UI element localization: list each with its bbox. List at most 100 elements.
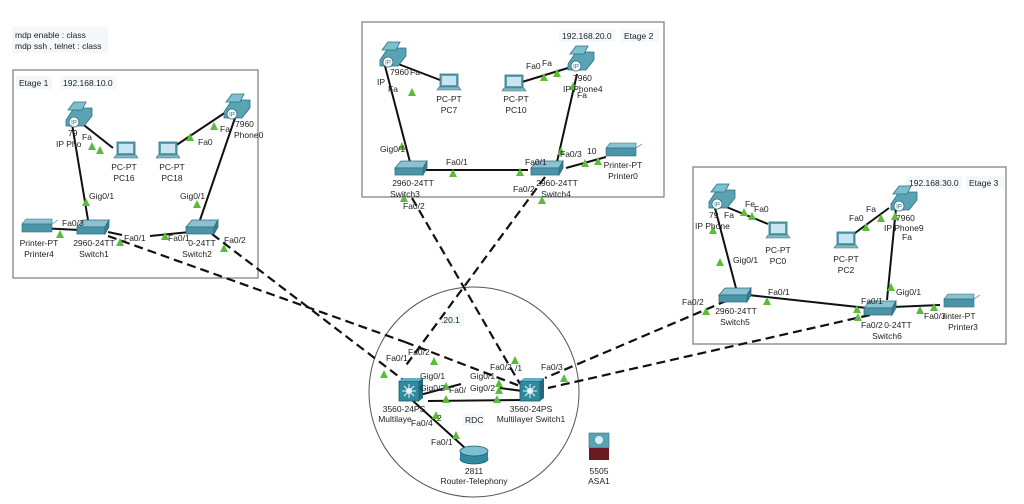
svg-text:Fa0/3: Fa0/3	[62, 218, 84, 228]
svg-text:Fa0/1: Fa0/1	[446, 157, 468, 167]
svg-text:Etage 3: Etage 3	[969, 178, 999, 188]
svg-text:7960: 7960	[390, 67, 409, 77]
etage3-area[interactable]	[692, 166, 1007, 345]
svg-text:Printer-PT: Printer-PT	[20, 238, 59, 248]
svg-text:PC-PT: PC-PT	[833, 254, 859, 264]
note-line-2: mdp ssh , telnet : class	[15, 41, 101, 51]
link-switch1-stub	[107, 231, 123, 236]
svg-text:Fa0: Fa0	[198, 137, 213, 147]
svg-text:Fa: Fa	[542, 58, 552, 68]
multilayer-switch1[interactable]	[519, 377, 545, 402]
svg-text:IP Phone: IP Phone	[695, 221, 730, 231]
ip-phone-icon	[890, 185, 918, 212]
svg-text:2811: 2811	[465, 466, 484, 476]
svg-text:Switch5: Switch5	[720, 317, 750, 327]
link-pc18-phone0	[174, 111, 227, 147]
switch-icon	[185, 219, 219, 235]
svg-text:Fa: Fa	[902, 232, 912, 242]
svg-text:IP Phone9: IP Phone9	[884, 223, 924, 233]
etage1-area[interactable]	[12, 69, 259, 279]
ip-phone-icon	[708, 183, 736, 210]
switch3[interactable]	[394, 160, 428, 176]
svg-text:Fa0: Fa0	[754, 204, 769, 214]
svg-text:Fa0/2: Fa0/2	[408, 347, 430, 357]
svg-text:Fa0/3: Fa0/3	[541, 362, 563, 372]
svg-text:Fa: Fa	[410, 67, 420, 77]
switch-icon	[394, 160, 428, 176]
svg-text:7960: 7960	[896, 213, 915, 223]
pc18[interactable]	[155, 141, 181, 159]
ip-phone-etage2-a[interactable]	[379, 41, 407, 68]
asa1-firewall[interactable]	[588, 432, 610, 460]
link-phone-switch5	[714, 207, 738, 293]
router-telephony[interactable]	[459, 445, 489, 465]
svg-text:Gig0/1: Gig0/1	[420, 371, 445, 381]
pc-icon	[833, 231, 859, 249]
svg-text:Fa0/2: Fa0/2	[861, 320, 883, 330]
svg-text:10: 10	[587, 146, 597, 156]
switch2[interactable]	[185, 219, 219, 235]
link-switch5-mls1-fa03	[544, 293, 741, 380]
svg-text:Printer0: Printer0	[608, 171, 638, 181]
svg-text:0-24TT: 0-24TT	[188, 238, 215, 248]
svg-text:Gig0/2: Gig0/2	[470, 383, 495, 393]
rdc-area[interactable]	[368, 286, 580, 498]
ip-phone-etage2-b[interactable]	[567, 45, 595, 72]
pc2[interactable]	[833, 231, 859, 249]
etage2-label: 192.168.20.0 Etage 2	[559, 29, 659, 42]
svg-text:Fa0/2: Fa0/2	[224, 235, 246, 245]
svg-text:PC18: PC18	[161, 173, 183, 183]
solid-links	[37, 61, 941, 449]
svg-text:Switch3: Switch3	[390, 189, 420, 199]
dashed-links	[107, 176, 871, 390]
pc-icon	[113, 141, 139, 159]
svg-text:Gig0/1: Gig0/1	[180, 191, 205, 201]
svg-text:2960-24TT: 2960-24TT	[73, 238, 115, 248]
svg-text:2960-24TT: 2960-24TT	[392, 178, 434, 188]
svg-text:Etage 1: Etage 1	[19, 78, 49, 88]
svg-text:2: 2	[437, 413, 442, 423]
link-switch3-mls1	[411, 197, 521, 385]
link-switch1-mls1-fa02	[107, 234, 406, 344]
svg-text:Etage 2: Etage 2	[624, 31, 654, 41]
ip-phone-etage1-a[interactable]	[65, 101, 93, 128]
pc10[interactable]	[501, 74, 527, 92]
svg-text:Fa0: Fa0	[849, 213, 864, 223]
ip-phone-icon	[223, 93, 251, 120]
link-phone9-switch6	[886, 207, 897, 301]
svg-text:Fa0/1: Fa0/1	[861, 296, 883, 306]
rdc-labels: .20.1 RDC	[438, 313, 485, 426]
printer-icon	[605, 142, 643, 157]
svg-text:2960-24TT: 2960-24TT	[715, 306, 757, 316]
switch-icon	[718, 287, 752, 303]
svg-text:Gig0/1: Gig0/1	[733, 255, 758, 265]
link-mls0-gig01	[415, 383, 462, 397]
printer4[interactable]	[21, 218, 59, 233]
svg-text:PC16: PC16	[113, 173, 135, 183]
etage2-area[interactable]	[361, 21, 665, 198]
svg-text:Fa0/2: Fa0/2	[682, 297, 704, 307]
svg-text:Switch2: Switch2	[182, 249, 212, 259]
pc-icon	[436, 73, 462, 91]
ip-phone-etage3-a[interactable]	[708, 183, 736, 210]
link-phone-pc7	[392, 61, 441, 81]
link-phone0-switch2	[199, 117, 236, 221]
pc7[interactable]	[436, 73, 462, 91]
ip-phone-etage1-b[interactable]	[223, 93, 251, 120]
etage3-network: 192.168.30.0	[909, 178, 959, 188]
svg-text:Fa0/2: Fa0/2	[513, 184, 535, 194]
printer0[interactable]	[605, 142, 643, 157]
svg-text:5505: 5505	[590, 466, 609, 476]
pc0[interactable]	[765, 221, 791, 239]
svg-text:Gig0/1: Gig0/1	[470, 371, 495, 381]
ip-phone-etage3-b[interactable]	[890, 185, 918, 212]
printer3[interactable]	[943, 293, 981, 308]
rdc-name: RDC	[465, 415, 483, 425]
pc16[interactable]	[113, 141, 139, 159]
ip-phone-icon	[65, 101, 93, 128]
link-mls0-gig02	[427, 399, 526, 402]
svg-text:Fa0/1: Fa0/1	[386, 353, 408, 363]
printer-icon	[943, 293, 981, 308]
switch5[interactable]	[718, 287, 752, 303]
